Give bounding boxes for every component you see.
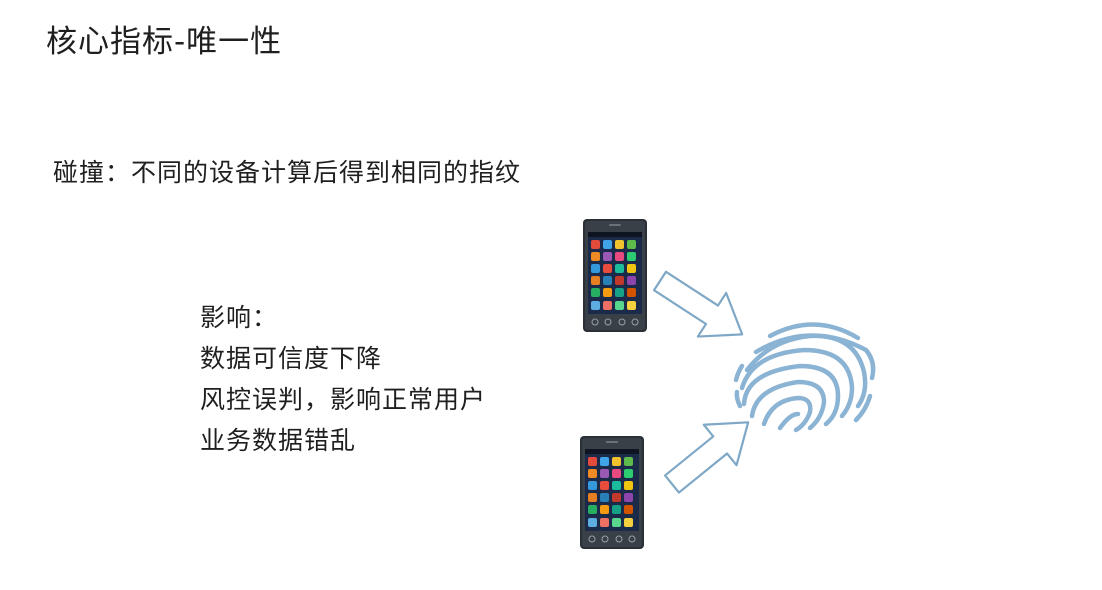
impact-heading: 影响： xyxy=(200,303,279,332)
impact-item: 业务数据错乱 xyxy=(200,426,357,455)
impact-list: 影响： 数据可信度下降 风控误判，影响正常用户 业务数据错乱 xyxy=(200,297,486,461)
smartphone-icon xyxy=(582,218,648,333)
slide-title: 核心指标-唯一性 xyxy=(46,24,283,60)
fingerprint-icon xyxy=(733,322,876,433)
collision-definition: 碰撞：不同的设备计算后得到相同的指纹 xyxy=(53,158,522,187)
arrow-icon xyxy=(654,401,766,506)
impact-item: 数据可信度下降 xyxy=(200,344,383,373)
impact-item: 风控误判，影响正常用户 xyxy=(200,385,487,414)
arrow-icon xyxy=(644,258,758,358)
smartphone-icon xyxy=(579,435,645,550)
